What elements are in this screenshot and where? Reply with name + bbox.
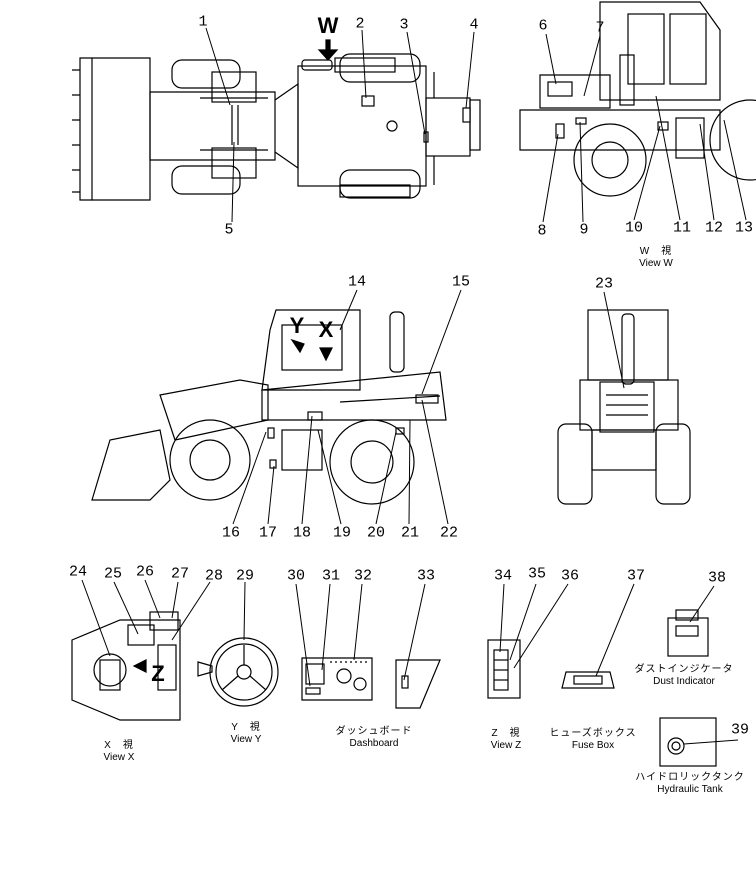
caption-hydraulic-tank-en: Hydraulic Tank (657, 784, 723, 795)
callout-16: 16 (221, 524, 241, 542)
caption-view-y: Y 視 View Y (231, 722, 262, 746)
callout-5: 5 (224, 221, 234, 239)
caption-hydraulic-tank: ハイドロリックタンク Hydraulic Tank (635, 772, 744, 796)
caption-dust-indicator-jp: ダストインジケータ (634, 664, 734, 675)
view-x-marker: X (318, 317, 334, 342)
callout-7: 7 (595, 19, 605, 37)
caption-dust-indicator-en: Dust Indicator (653, 676, 715, 687)
caption-view-w-en: View W (639, 258, 673, 269)
callout-19: 19 (332, 524, 352, 542)
caption-view-y-en: View Y (230, 734, 262, 745)
callout-9: 9 (579, 221, 589, 239)
callout-28: 28 (204, 567, 224, 585)
caption-view-w-jp: W 視 (639, 246, 673, 257)
side-view-drawing (91, 309, 447, 505)
caption-dashboard: ダッシュボード Dashboard (336, 726, 413, 750)
callout-1: 1 (198, 13, 208, 31)
caption-dashboard-jp: ダッシュボード (335, 726, 413, 737)
callout-3: 3 (399, 16, 409, 34)
callout-24: 24 (68, 563, 88, 581)
view-w-drawing (519, 1, 756, 197)
callout-27: 27 (170, 565, 190, 583)
caption-view-y-jp: Y 視 (231, 722, 261, 733)
callout-11: 11 (672, 219, 692, 237)
view-z-drawing (487, 639, 521, 699)
callout-2: 2 (355, 15, 365, 33)
callout-23: 23 (594, 275, 614, 293)
caption-dust-indicator: ダストインジケータ Dust Indicator (635, 664, 734, 688)
callout-8: 8 (537, 222, 547, 240)
callout-20: 20 (366, 524, 386, 542)
callout-12: 12 (704, 219, 724, 237)
callout-18: 18 (292, 524, 312, 542)
caption-fuse-box: ヒューズボックス Fuse Box (549, 728, 636, 752)
callout-4: 4 (469, 16, 479, 34)
dust-indicator-drawing (667, 609, 709, 657)
callout-29: 29 (235, 567, 255, 585)
fuse-box-drawing (561, 671, 615, 689)
view-w-marker: W (317, 13, 339, 38)
rear-view-drawing (557, 309, 691, 505)
caption-view-x-jp: X 視 (104, 740, 134, 751)
callout-31: 31 (321, 567, 341, 585)
caption-fuse-box-jp: ヒューズボックス (549, 728, 637, 739)
view-z-marker: Z (151, 661, 165, 686)
callout-30: 30 (286, 567, 306, 585)
caption-view-z-jp: Z 視 (491, 728, 521, 739)
caption-view-z: Z 視 View Z (491, 728, 521, 752)
callout-35: 35 (527, 565, 547, 583)
caption-view-x-en: View X (103, 752, 135, 763)
caption-dashboard-en: Dashboard (349, 738, 399, 749)
callout-36: 36 (560, 567, 580, 585)
callout-26: 26 (135, 563, 155, 581)
callout-13: 13 (734, 219, 754, 237)
caption-view-w: W 視 View W (639, 246, 673, 270)
dashboard-drawing (301, 657, 441, 709)
callout-38: 38 (707, 569, 727, 587)
callout-25: 25 (103, 565, 123, 583)
callout-17: 17 (258, 524, 278, 542)
callout-21: 21 (400, 524, 420, 542)
callout-34: 34 (493, 567, 513, 585)
callout-37: 37 (626, 567, 646, 585)
leader-lines (81, 27, 747, 745)
callout-6: 6 (538, 17, 548, 35)
callout-10: 10 (624, 219, 644, 237)
top-view-drawing (72, 39, 481, 201)
caption-fuse-box-en: Fuse Box (571, 740, 615, 751)
view-y-marker: Y (289, 313, 305, 338)
caption-hydraulic-tank-jp: ハイドロリックタンク (635, 772, 745, 783)
callout-22: 22 (439, 524, 459, 542)
view-x-drawing (71, 611, 181, 721)
callout-15: 15 (451, 273, 471, 291)
callout-14: 14 (347, 273, 367, 291)
callout-32: 32 (353, 567, 373, 585)
callout-39: 39 (730, 721, 750, 739)
caption-view-z-en: View Z (490, 740, 522, 751)
view-y-drawing (197, 637, 279, 707)
caption-view-x: X 視 View X (104, 740, 135, 764)
callout-33: 33 (416, 567, 436, 585)
